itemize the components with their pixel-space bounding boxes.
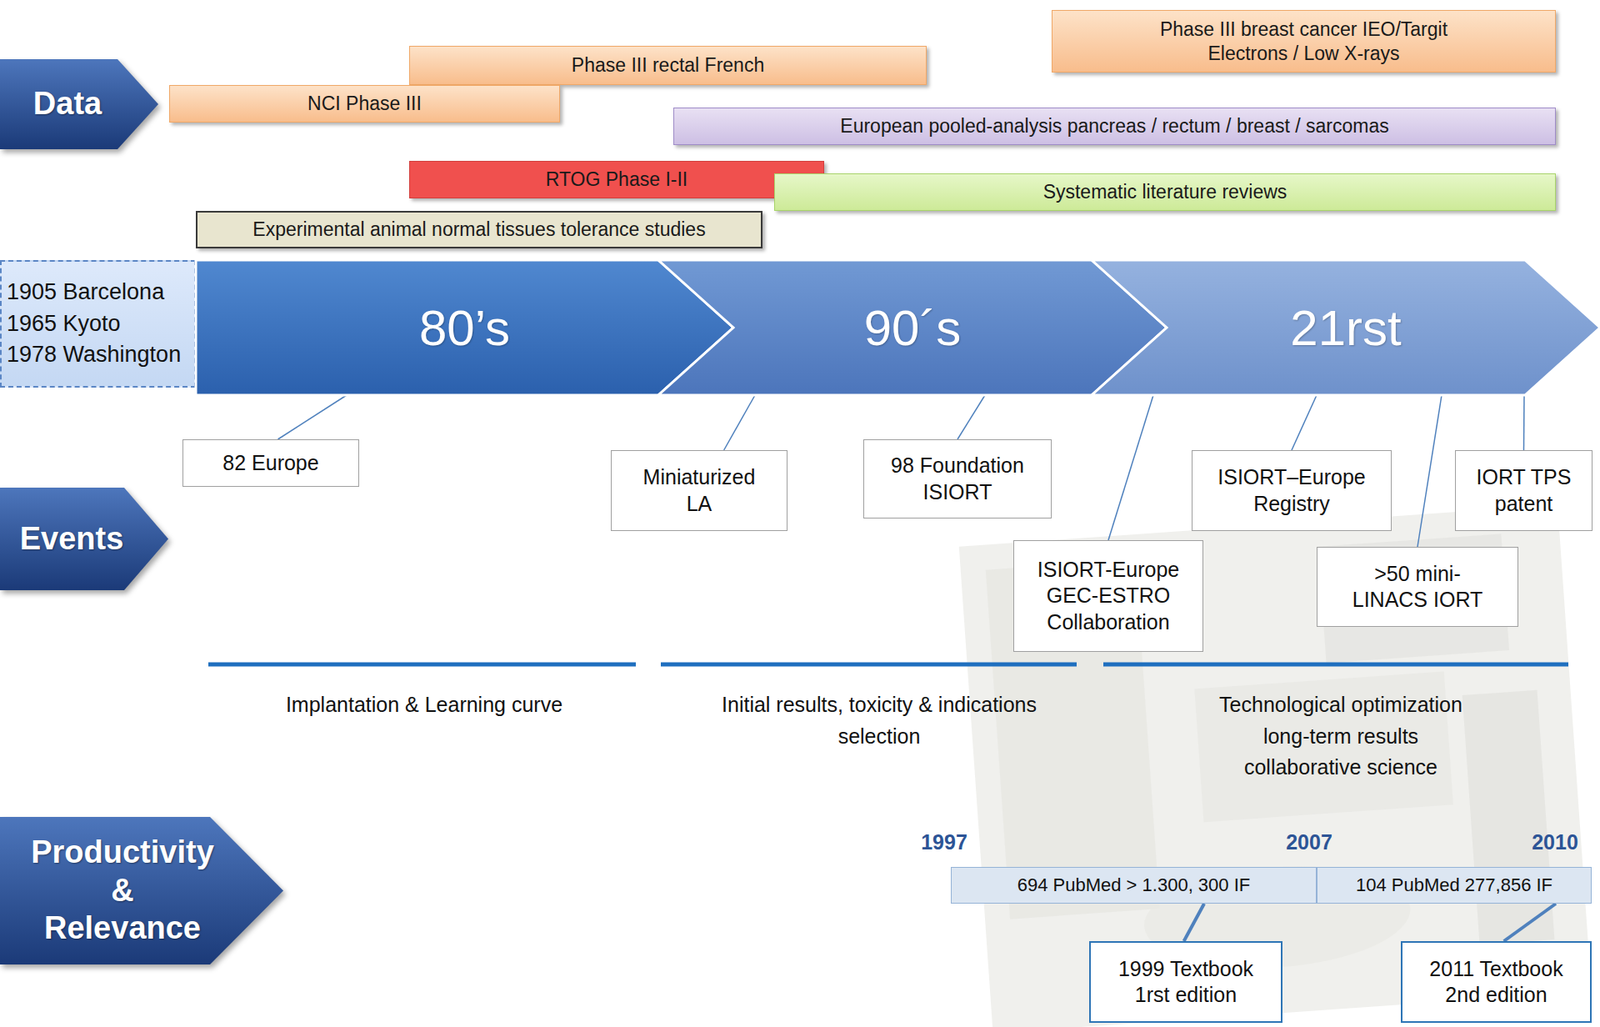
phase-label: Initial results, toxicity & indications … [704,689,1055,752]
chevron-outline [658,260,1167,395]
trial-bar: Phase III breast cancer IEO/Targit Elect… [1051,10,1556,73]
phase-bar [660,662,1077,667]
node-text: 104 PubMed 277,856 IF [1355,873,1553,897]
node-text: Data [33,85,102,124]
chevron-outline [0,487,169,590]
node-text: 694 PubMed > 1.300, 300 IF [1017,873,1250,897]
node-text: 80’s [419,296,510,360]
chevron-outline [1091,260,1600,395]
node-text: Phase III breast cancer IEO/Targit Elect… [1125,17,1484,66]
event-box: IORT TPS patent [1455,450,1593,531]
event-box: 82 Europe [182,439,360,487]
year-label: 2007 [1271,826,1347,859]
section-chevron: Productivity & Relevance [0,816,284,965]
trial-bar: RTOG Phase I-II [409,160,825,199]
chevron-outline [0,59,159,150]
leader-line [1523,395,1525,450]
section-chevron: Events [0,487,169,590]
photo-figure [1462,690,1555,945]
event-box: Miniaturized LA [610,450,788,531]
photo-ground [959,505,1592,1027]
leader-line [1184,903,1205,941]
node-text: RTOG Phase I-II [545,167,688,192]
node-text: >50 mini-LINACS IORT [1346,560,1489,614]
textbook-box: 2011 Textbook 2nd edition [1400,940,1592,1023]
leader-line [724,395,755,450]
node-text: Miniaturized LA [636,464,762,517]
node-text: Systematic literature reviews [1043,180,1288,205]
chevron-outline [0,816,284,965]
event-box: >50 mini-LINACS IORT [1316,546,1519,627]
analysis-bar: European pooled-analysis pancreas / rect… [673,107,1556,145]
leader-line [1417,395,1442,547]
metric-box: 694 PubMed > 1.300, 300 IF [950,866,1317,904]
node-text: 1999 Textbook 1rst edition [1102,955,1270,1009]
leader-line [1108,395,1154,540]
review-bar: Systematic literature reviews [774,173,1556,211]
phase-label: Technological optimization long-term res… [1210,689,1473,784]
textbook-box: 1999 Textbook 1rst edition [1089,940,1283,1023]
phase-bar [1103,662,1569,667]
node-text: 1978 Washington [6,339,181,371]
event-box: ISIORT-Europe GEC-ESTRO Collaboration [1013,540,1204,652]
photo-watermark [959,505,1592,1027]
node-text: IORT TPS patent [1463,464,1585,517]
node-text: 21rst [1290,296,1401,360]
node-text: 2011 Textbook 2nd edition [1413,955,1580,1009]
origin-box: 1905 Barcelona1965 Kyoto1978 Washington [0,260,196,388]
decade-chevron: 21rst [1091,260,1600,395]
study-bar: Experimental animal normal tissues toler… [195,210,763,249]
decade-chevron: 90´s [658,260,1167,395]
leader-line [1504,903,1556,941]
node-text: 82 Europe [222,450,319,476]
node-text: NCI Phase III [307,91,422,116]
node-text: ISIORT–Europe Registry [1204,464,1380,517]
node-text: 98 Foundation ISIORT [874,452,1041,505]
metric-box: 104 PubMed 277,856 IF [1316,866,1592,904]
node-text: 90´s [864,296,962,360]
event-box: 98 Foundation ISIORT [863,439,1052,519]
node-text: Experimental animal normal tissues toler… [252,217,705,242]
event-box: ISIORT–Europe Registry [1191,450,1392,531]
trial-bar: NCI Phase III [169,85,560,123]
node-text: Productivity & Relevance [29,833,216,948]
node-text: 1905 Barcelona [6,276,165,309]
year-label: 1997 [906,826,982,859]
phase-bar [208,662,636,667]
chevron-outline [195,260,734,395]
node-text: Events [20,520,125,559]
node-text: ISIORT-Europe GEC-ESTRO Collaboration [1025,556,1192,635]
year-label: 2010 [1517,826,1593,859]
leader-line [1291,395,1317,450]
leader-line [957,395,985,440]
node-text: Phase III rectal French [571,53,765,78]
trial-bar: Phase III rectal French [409,45,927,85]
phase-label: Implantation & Learning curve [224,689,625,721]
node-text: European pooled-analysis pancreas / rect… [840,114,1389,139]
section-chevron: Data [0,59,159,150]
decade-chevron: 80’s [195,260,734,395]
leader-line [277,395,347,440]
node-text: 1965 Kyoto [6,308,121,340]
